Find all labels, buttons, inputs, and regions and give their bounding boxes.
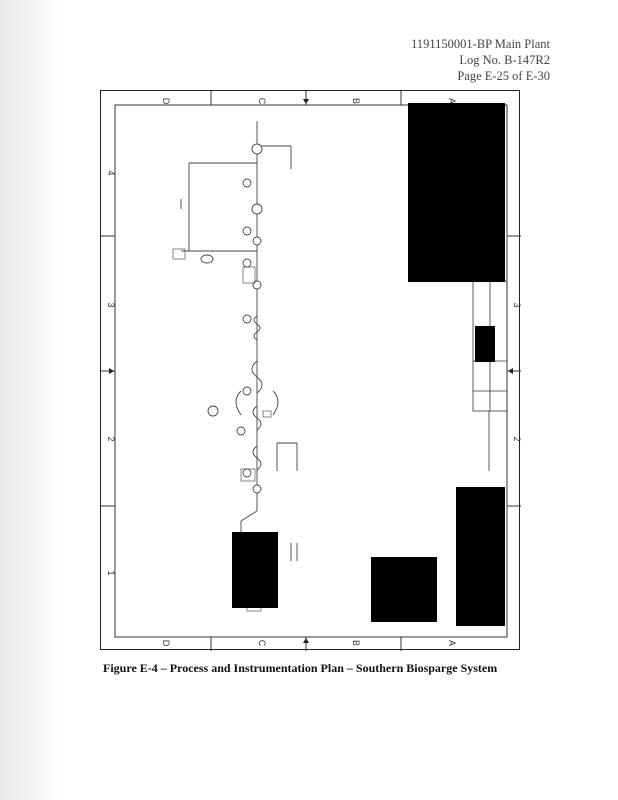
center-arrow [303, 99, 309, 104]
zone-letter-top: B [351, 98, 361, 104]
figure-caption: Figure E-4 – Process and Instrumentation… [103, 661, 498, 675]
zone-number-left: 2 [106, 436, 116, 441]
header-log-line: Log No. B-147R2 [459, 53, 550, 67]
zone-letter-bottom: C [257, 640, 267, 647]
redaction-top-right [408, 103, 505, 282]
zone-number-left: 4 [106, 170, 116, 175]
zone-number-left: 1 [106, 570, 116, 575]
zone-letter-bottom: B [351, 640, 361, 646]
header-project-line: 1191150001-BP Main Plant [411, 37, 550, 51]
instrument-bubbles [200, 143, 263, 494]
zone-letter-bottom: D [161, 640, 171, 647]
header-page-line: Page E-25 of E-30 [457, 69, 550, 83]
scan-edge-shading [0, 0, 60, 800]
redaction-left-equipment [232, 532, 278, 608]
pid-drawing: D C B A D C B A 4 3 2 1 3 2 [101, 91, 521, 651]
zone-letter-top: D [161, 98, 171, 105]
center-arrow [109, 368, 114, 374]
title-block [472, 280, 508, 471]
zone-letter-top: A [447, 98, 457, 104]
zone-letter-top: C [257, 98, 267, 105]
redaction-bottom-right [456, 487, 505, 626]
process-line [180, 121, 298, 561]
zone-number-right: 2 [512, 436, 521, 441]
center-arrow [303, 638, 309, 643]
zone-number-right: 3 [512, 302, 521, 307]
zone-letter-bottom: A [447, 640, 457, 646]
redaction-title-block [475, 326, 495, 362]
center-arrow [508, 368, 513, 374]
zone-number-left: 3 [106, 302, 116, 307]
redaction-bottom-center [371, 557, 437, 622]
document-header: 1191150001-BP Main Plant Log No. B-147R2… [411, 36, 550, 84]
